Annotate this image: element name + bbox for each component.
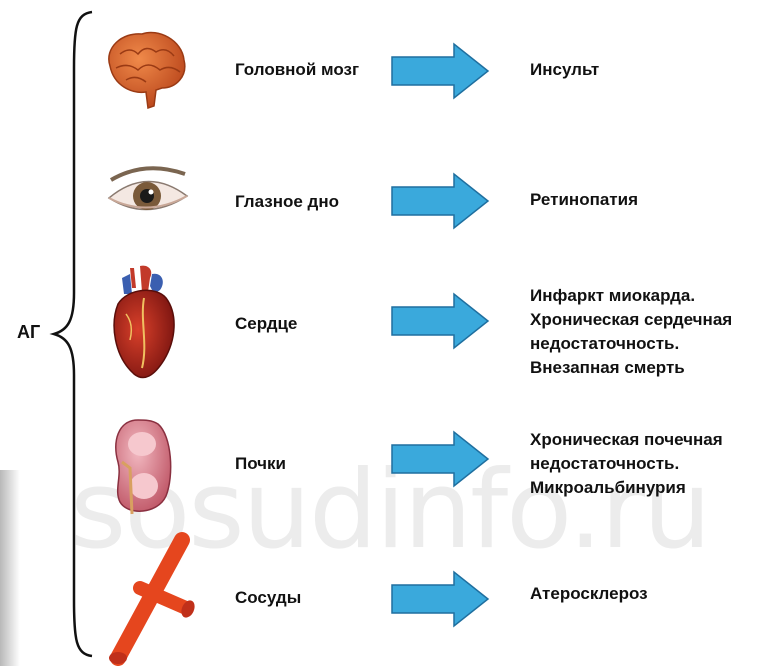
- organ-label: Почки: [235, 454, 286, 474]
- result-text: Хроническая почечная недостаточность. Ми…: [530, 428, 723, 500]
- arrow-right-icon: [390, 172, 490, 230]
- result-line: недостаточность.: [530, 452, 723, 476]
- result-text: Инфаркт миокарда. Хроническая сердечная …: [530, 284, 732, 380]
- result-line: Ретинопатия: [530, 188, 638, 212]
- result-text: Ретинопатия: [530, 188, 638, 212]
- result-line: Хроническая сердечная: [530, 308, 732, 332]
- heart-icon: [104, 264, 184, 384]
- arrow-right-icon: [390, 570, 490, 628]
- row-heart: Сердце Инфаркт миокарда. Хроническая сер…: [0, 258, 763, 398]
- row-eye: Глазное дно Ретинопатия: [0, 150, 763, 240]
- result-line: Атеросклероз: [530, 582, 648, 606]
- vessel-icon: [100, 530, 210, 666]
- row-kidney: Почки Хроническая почечная недостаточнос…: [0, 410, 763, 520]
- arrow-right-icon: [390, 430, 490, 488]
- result-line: Микроальбинурия: [530, 476, 723, 500]
- arrow-right-icon: [390, 42, 490, 100]
- row-vessel: Сосуды Атеросклероз: [0, 530, 763, 666]
- result-text: Инсульт: [530, 58, 599, 82]
- result-line: Инфаркт миокарда.: [530, 284, 732, 308]
- organ-label: Сосуды: [235, 588, 301, 608]
- eye-icon: [105, 158, 191, 222]
- kidney-icon: [108, 416, 178, 516]
- row-brain: Головной мозг Инсульт: [0, 20, 763, 120]
- organ-label: Глазное дно: [235, 192, 339, 212]
- brain-icon: [102, 26, 188, 110]
- result-line: Хроническая почечная: [530, 428, 723, 452]
- arrow-right-icon: [390, 292, 490, 350]
- organ-label: Сердце: [235, 314, 297, 334]
- result-line: Инсульт: [530, 58, 599, 82]
- organ-label: Головной мозг: [235, 60, 359, 80]
- result-line: недостаточность.: [530, 332, 732, 356]
- result-text: Атеросклероз: [530, 582, 648, 606]
- result-line: Внезапная смерть: [530, 356, 732, 380]
